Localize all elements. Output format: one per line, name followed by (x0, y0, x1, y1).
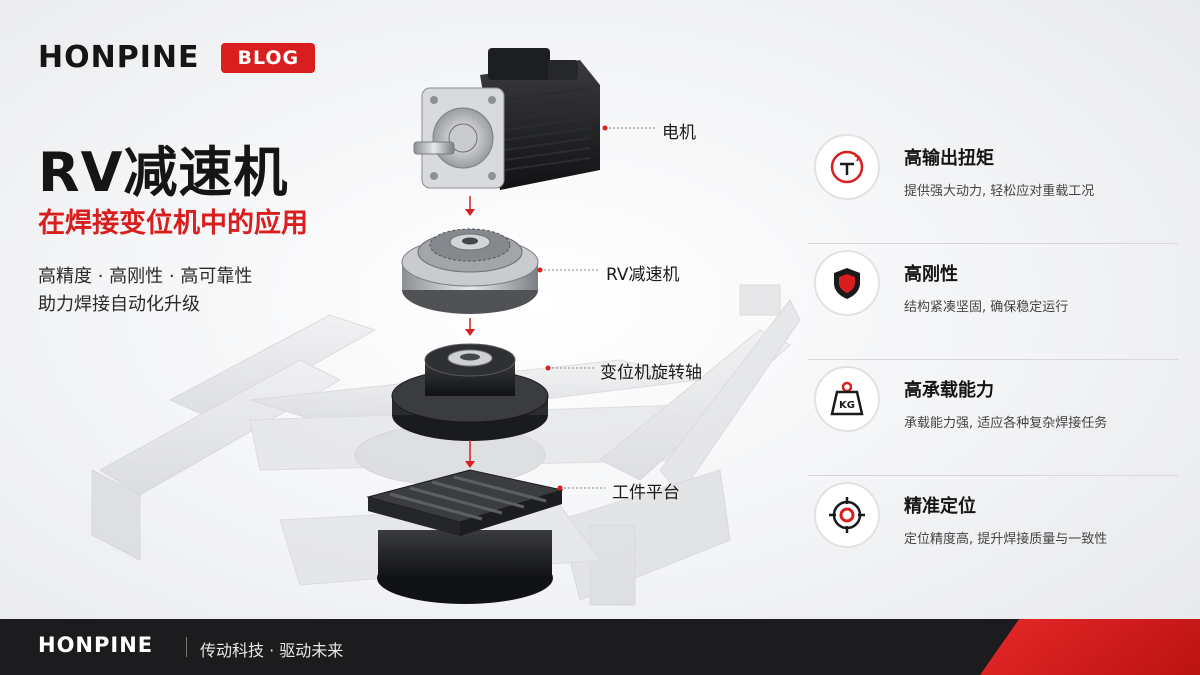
feature-torque: 高输出扭矩 提供强大动力, 轻松应对重载工况 (808, 128, 1178, 244)
footer-divider (186, 637, 187, 657)
rv-reducer-illustration (401, 228, 539, 314)
rotary-axis-illustration (391, 343, 549, 441)
motor-illustration (413, 48, 600, 190)
weight-icon: KG (814, 366, 880, 432)
feature-desc: 承载能力强, 适应各种复杂焊接任务 (904, 416, 1108, 431)
label-rv-reducer: RV减速机 (606, 265, 680, 285)
footer-bar: HONPINE 传动科技 · 驱动未来 (0, 619, 1200, 675)
feature-title: 精准定位 (904, 496, 976, 517)
torque-icon (814, 134, 880, 200)
footer-brand-logo: HONPINE (38, 633, 154, 657)
label-rotary-axis: 变位机旋转轴 (600, 363, 702, 383)
brand-logo: HONPINE (38, 40, 200, 75)
footer-slogan: 传动科技 · 驱动未来 (200, 641, 344, 660)
work-table-illustration (366, 469, 564, 604)
feature-title: 高输出扭矩 (904, 148, 994, 169)
target-icon (814, 482, 880, 548)
feature-load-capacity: KG 高承载能力 承载能力强, 适应各种复杂焊接任务 (808, 360, 1178, 476)
label-motor: 电机 (662, 123, 696, 143)
page-title: RV减速机 (38, 141, 289, 204)
blog-badge: BLOG (221, 42, 316, 73)
feature-positioning: 精准定位 定位精度高, 提升焊接质量与一致性 (808, 476, 1178, 592)
feature-desc: 定位精度高, 提升焊接质量与一致性 (904, 532, 1108, 547)
feature-list: 高输出扭矩 提供强大动力, 轻松应对重载工况 高刚性 结构紧凑坚固, 确保稳定运… (808, 128, 1178, 592)
shield-icon (814, 250, 880, 316)
footer-accent-stripe (980, 619, 1200, 675)
brand-header: HONPINE BLOG (38, 40, 316, 75)
tagline-features: 高精度 · 高刚性 · 高可靠性 (38, 266, 253, 287)
label-work-table: 工件平台 (612, 483, 680, 503)
weight-icon-text: KG (839, 400, 855, 411)
page-subtitle: 在焊接变位机中的应用 (38, 208, 308, 239)
feature-desc: 提供强大动力, 轻松应对重载工况 (904, 184, 1095, 199)
tagline-mission: 助力焊接自动化升级 (38, 294, 200, 315)
feature-desc: 结构紧凑坚固, 确保稳定运行 (904, 300, 1069, 315)
feature-rigidity: 高刚性 结构紧凑坚固, 确保稳定运行 (808, 244, 1178, 360)
feature-title: 高刚性 (904, 264, 958, 285)
feature-title: 高承载能力 (904, 380, 994, 401)
